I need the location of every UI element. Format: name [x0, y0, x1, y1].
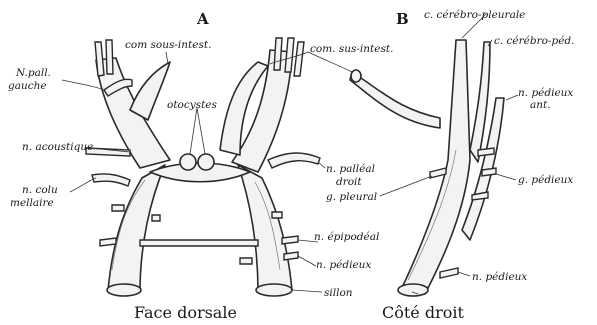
pedal-twig-b1 [478, 148, 494, 156]
b-cut-end [398, 284, 428, 296]
otocyst-left [180, 154, 196, 170]
right-pedal-twig [284, 252, 298, 260]
label-n-pedieux-b: n. pédieux [472, 271, 527, 283]
label-g-pedieux: g. pédieux [518, 174, 573, 186]
pedal-twig-b4 [440, 268, 458, 278]
main-cord-b [400, 40, 470, 294]
panel-a-letter: A [196, 10, 209, 28]
right-pallial-twig [268, 153, 320, 168]
label-com-sous-intest: com sous-intest. [125, 39, 211, 51]
left-pedal-cord [108, 165, 165, 292]
label-n-palleal-droit-2: droit [336, 176, 362, 188]
label-n-pedieux-ant-1: n. pédieux [518, 87, 573, 99]
label-n-pall-gauche-2: gauche [8, 80, 47, 92]
label-n-pall-gauche-1: N.pall. [15, 67, 51, 79]
pedal-twig-b2 [482, 168, 496, 176]
sous-intest-commissure [130, 62, 170, 120]
label-n-palleal-droit-1: n. palléal [326, 163, 375, 175]
right-twig-2 [240, 258, 252, 264]
left-twig-3 [152, 215, 160, 221]
caption-cote-droit: Côté droit [382, 303, 465, 322]
label-g-pleural: g. pleural [326, 191, 377, 203]
right-cut-end [256, 284, 292, 296]
caption-face-dorsale: Face dorsale [134, 303, 237, 322]
top-nerve-stub-1 [95, 42, 104, 76]
top-nerve-stub-2 [106, 40, 113, 74]
left-twig-2 [100, 238, 116, 246]
sus-intest-loop-b [350, 72, 440, 128]
top-nerve-stub-3 [274, 38, 282, 70]
pedal-commissure [140, 240, 258, 246]
label-n-pedieux-ant-2: ant. [530, 99, 551, 111]
left-cut-end [107, 284, 141, 296]
label-n-pedieux-a: n. pédieux [316, 259, 371, 271]
label-c-cerebro-pleurale: c. cérébro-pleurale [424, 9, 525, 21]
label-n-columellaire-2: mellaire [10, 197, 54, 209]
label-c-cerebro-ped: c. cérébro-péd. [494, 35, 575, 47]
label-com-sus-intest: com. sus-intest. [310, 43, 393, 55]
cerebro-pedal-branch [470, 42, 490, 162]
label-n-columellaire-1: n. colu [22, 184, 58, 196]
right-pedal-cord [238, 165, 292, 292]
right-epipodial-twig [282, 236, 298, 244]
label-n-acoustique: n. acoustique [22, 141, 93, 153]
left-columellar-twig [92, 174, 130, 186]
label-otocystes: otocystes [167, 99, 217, 111]
loop-cut-end [351, 70, 361, 82]
right-twig-1 [272, 212, 282, 218]
top-nerve-stub-4 [285, 38, 294, 72]
otocyst-right [198, 154, 214, 170]
panel-b-letter: B [396, 10, 409, 28]
label-n-epipodeal: n. épipodéal [314, 231, 379, 243]
panel-a-drawing [86, 38, 320, 296]
top-nerve-stub-5 [294, 42, 304, 76]
left-twig-1 [112, 205, 124, 211]
label-sillon: sillon [324, 287, 353, 299]
